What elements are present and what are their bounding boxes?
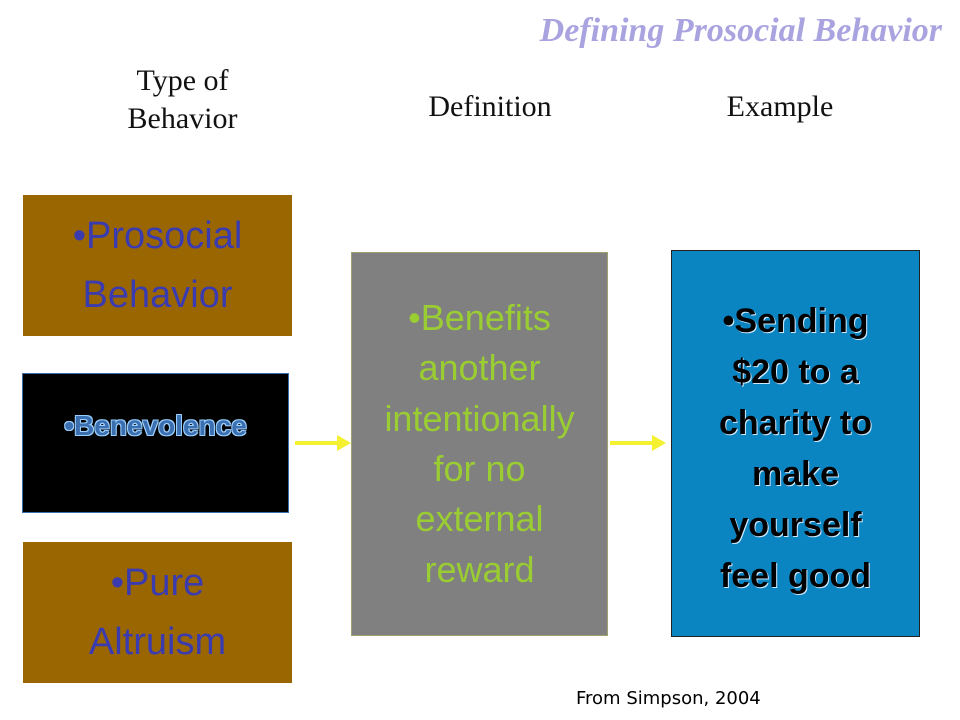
definition-line: another <box>418 347 541 389</box>
prosocial-behavior-box: •Prosocial Behavior <box>23 195 292 336</box>
prosocial-line2: Behavior <box>82 273 233 316</box>
header-type-line1: Type of <box>136 64 229 97</box>
arrow-right-icon <box>295 435 351 451</box>
definition-line: intentionally <box>384 397 575 439</box>
pure-altruism-box: •Pure Altruism <box>23 542 292 683</box>
definition-line: •Benefits <box>408 296 551 338</box>
header-definition: Definition <box>428 90 552 123</box>
slide-title: Defining Prosocial Behavior <box>539 12 942 49</box>
altruism-line1: •Pure <box>110 561 205 604</box>
header-type-line2: Behavior <box>127 101 238 135</box>
example-line: feel good <box>719 557 872 595</box>
definition-line: external <box>415 498 544 540</box>
definition-box: •Benefits another intentionally for no e… <box>351 252 608 636</box>
prosocial-line1: •Prosocial <box>72 214 243 257</box>
example-line: $20 to a <box>732 353 859 391</box>
header-example: Example <box>726 90 834 123</box>
example-line: make <box>752 455 839 493</box>
benevolence-label: •Benevolence <box>64 410 247 441</box>
example-box: •Sending $20 to a charity to make yourse… <box>671 250 920 637</box>
definition-line: reward <box>424 548 535 590</box>
example-line: •Sending <box>722 302 869 340</box>
example-line: yourself <box>729 506 862 544</box>
arrow-right-icon <box>610 435 666 451</box>
example-line: charity to <box>718 404 873 442</box>
definition-line: for no <box>433 448 526 489</box>
benevolence-box: •Benevolence <box>22 373 289 513</box>
altruism-line2: Altruism <box>88 620 227 663</box>
source-citation: From Simpson, 2004 <box>576 688 761 709</box>
header-type-of-behavior: Type of Behavior <box>110 62 255 137</box>
